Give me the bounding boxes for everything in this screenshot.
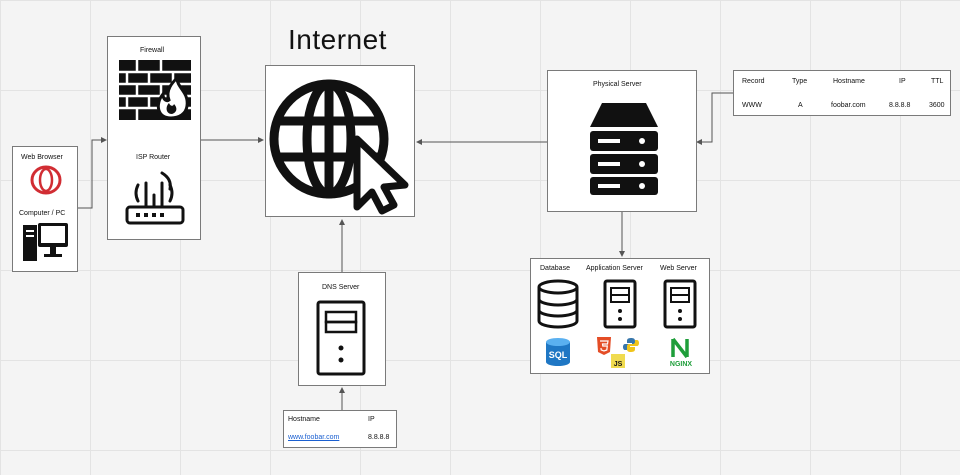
record-value-record: WWW [742,102,762,109]
globe-cursor-icon [269,79,409,215]
router-icon [125,171,185,225]
server-tower-icon [316,300,366,376]
record-to-server-line [696,92,733,145]
record-header-ttl: TTL [931,78,944,85]
database-icon [537,279,579,329]
pc-label: Computer / PC [19,210,66,217]
physical-server-box: Physical Server [547,70,697,212]
desktop-pc-icon [23,223,68,261]
pc-to-router-line [78,137,107,209]
opera-icon [30,165,62,195]
internet-box [265,65,415,217]
application-server-tower-icon [603,279,637,329]
dns-server-label: DNS Server [322,284,360,291]
dns-table-hostname-link[interactable]: www.foobar.com [288,434,340,441]
record-value-ip: 8.8.8.8 [889,102,911,109]
physical-server-label: Physical Server [593,81,642,88]
record-value-ttl: 3600 [929,102,945,109]
nginx-icon: NGINX [670,337,693,368]
js-badge-text: JS [614,361,623,368]
dns-table-header-ip: IP [368,416,375,423]
nginx-badge-text: NGINX [670,361,693,368]
record-header-ip: IP [899,78,906,85]
dns-server-box: DNS Server [298,272,386,386]
physical-server-icon [590,103,658,195]
sql-icon: SQL [546,338,570,366]
web-server-tower-icon [663,279,697,329]
record-value-hostname: foobar.com [831,102,866,109]
record-header-type: Type [792,78,808,85]
web-server-label: Web Server [660,265,697,272]
database-label: Database [540,265,570,272]
sql-badge-text: SQL [549,350,568,360]
application-server-label: Application Server [586,265,643,272]
dns-table-header-hostname: Hostname [288,416,320,423]
js-icon: JS [611,354,625,368]
client-box: Web Browser Computer / PC [12,146,78,272]
firewall-icon [119,60,191,120]
record-header-record: Record [742,78,765,85]
internet-title: Internet [288,24,387,55]
server-stack-box: Database Application Server Web Server S… [530,258,710,374]
dns-table-ip-value: 8.8.8.8 [368,434,390,441]
dns-table: Hostname IP www.foobar.com 8.8.8.8 [283,410,397,448]
html5-icon [597,337,611,355]
dns-record-table: Record Type Hostname IP TTL WWW A foobar… [733,70,951,116]
router-label: ISP Router [136,154,171,161]
python-icon [623,338,639,352]
web-browser-label: Web Browser [21,154,63,161]
record-header-hostname: Hostname [833,78,865,85]
firewall-label: Firewall [140,47,165,54]
record-value-type: A [798,102,803,109]
firewall-router-box: Firewall ISP Router [107,36,201,240]
